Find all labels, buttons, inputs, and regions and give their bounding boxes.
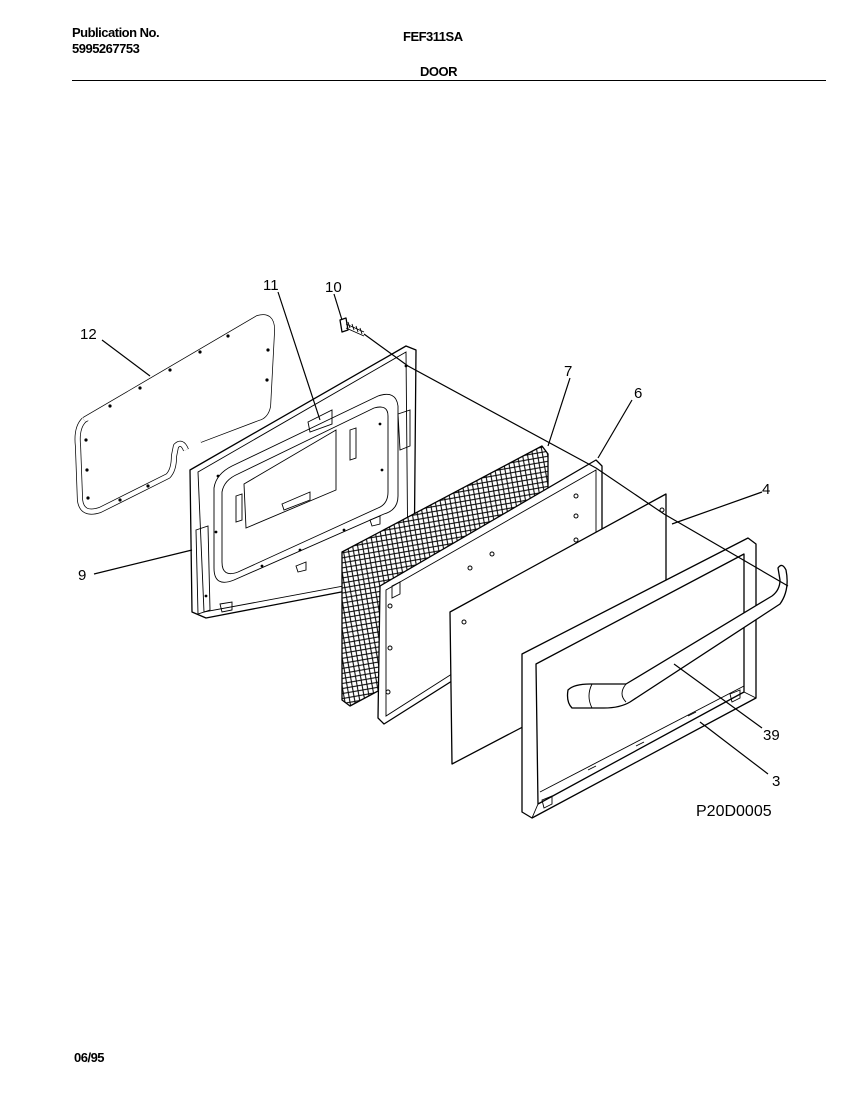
header-rule xyxy=(72,80,826,81)
publication-label: Publication No. xyxy=(72,25,160,40)
callout-3: 3 xyxy=(772,773,780,790)
figure-id: P20D0005 xyxy=(696,803,772,820)
callout-4: 4 xyxy=(762,481,770,498)
callout-11: 11 xyxy=(263,277,279,294)
part-10-screw xyxy=(339,317,365,337)
callout-9: 9 xyxy=(78,567,86,584)
part-39-handle xyxy=(566,564,788,709)
callout-12: 12 xyxy=(80,326,97,343)
alignment-line xyxy=(363,333,789,587)
section-title: DOOR xyxy=(420,64,458,79)
publication-number: 5995267753 xyxy=(72,41,140,56)
callout-7: 7 xyxy=(564,363,572,380)
callout-10: 10 xyxy=(325,279,342,296)
model-number: FEF311SA xyxy=(403,29,463,44)
callout-6: 6 xyxy=(634,385,642,402)
footer-date: 06/95 xyxy=(74,1050,105,1065)
part-12-gasket xyxy=(74,314,275,515)
callout-39: 39 xyxy=(763,727,780,744)
leader-lines xyxy=(93,291,769,775)
